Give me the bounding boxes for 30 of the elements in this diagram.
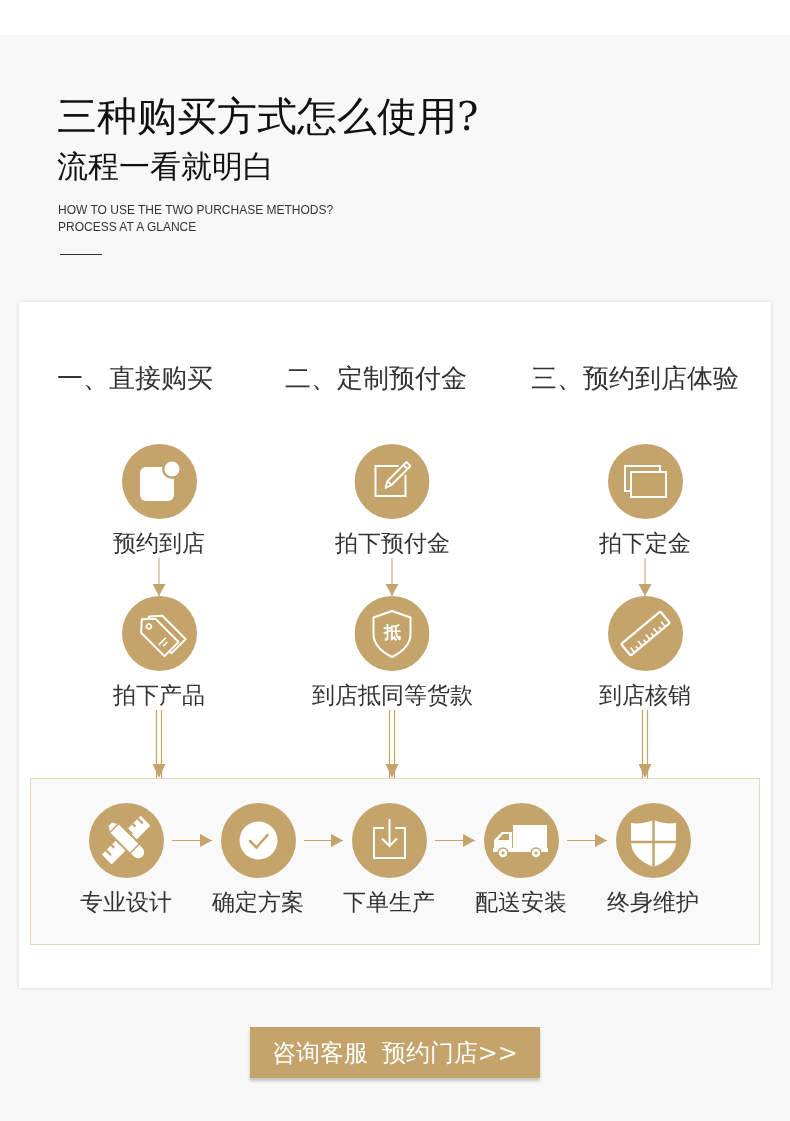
column-heading: 一、直接购买: [57, 362, 213, 395]
step-label: 配送安装: [475, 888, 567, 917]
arrow: [152, 557, 166, 597]
column-heading: 二、定制预付金: [285, 362, 467, 395]
process-panel: [30, 778, 760, 945]
double-line-arrow: [385, 709, 399, 779]
page-title: 三种购买方式怎么使用?: [57, 92, 479, 140]
icon-character: 抵: [383, 624, 401, 641]
step-label: 下单生产: [343, 888, 435, 917]
step-label: 到店抵同等货款: [311, 681, 473, 710]
arrow: [385, 557, 399, 597]
step-label: 拍下产品: [113, 681, 205, 710]
column-heading: 三、预约到店体验: [531, 362, 739, 395]
step-label: 拍下预付金: [334, 529, 450, 558]
step-label: 预约到店: [113, 529, 205, 558]
double-line-arrow: [638, 709, 652, 779]
step-label: 到店核销: [599, 681, 691, 710]
step-label: 拍下定金: [599, 529, 691, 558]
double-line-arrow: [152, 709, 166, 779]
arrow: [566, 834, 608, 847]
step-label: 确定方案: [212, 888, 304, 917]
arrow: [171, 834, 213, 847]
step-label: 终身维护: [607, 888, 699, 917]
page-subtitle: 流程一看就明白: [57, 147, 274, 186]
step-label: 专业设计: [80, 888, 172, 917]
arrow: [638, 557, 652, 597]
english-subtitle: HOW TO USE THE TWO PURCHASE METHODS? PROCESS AT A GLANCE: [58, 202, 335, 236]
arrow: [303, 834, 344, 847]
arrow: [434, 834, 476, 847]
consult-button: 咨询客服 预约门店>>: [250, 1027, 540, 1078]
